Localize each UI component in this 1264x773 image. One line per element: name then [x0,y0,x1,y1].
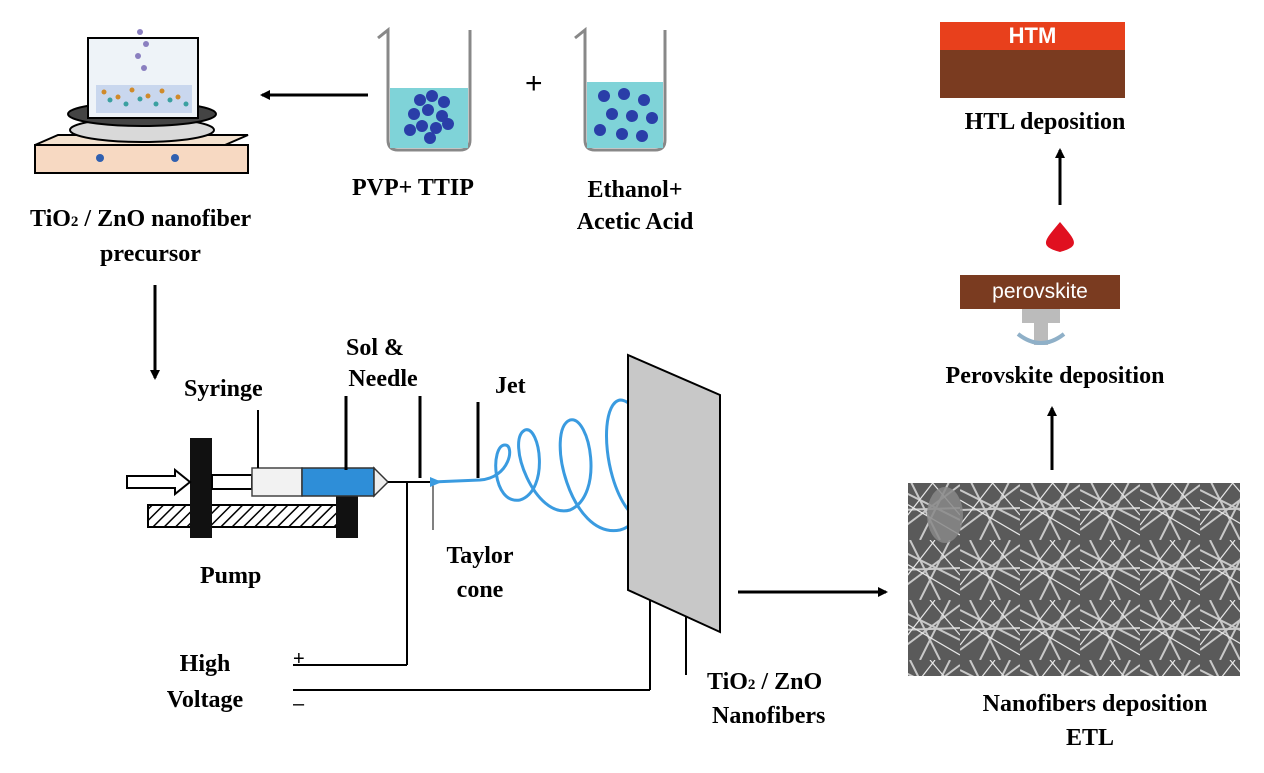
spin-coater-icon [960,275,1120,345]
ethanol-beaker-icon [574,26,667,152]
perovskite-layer-label: perovskite [992,280,1088,303]
syringe-label: Syringe [184,376,263,402]
pvp-ttip-label: PVP+ TTIP [352,175,474,201]
pump-label: Pump [200,563,262,589]
plus-terminal: + [293,648,305,670]
sem-nanofibers-image [908,483,1240,676]
cone-label: cone [456,577,504,603]
ethanol-label: Ethanol+ [587,177,683,203]
needle-label: Needle [348,366,418,392]
taylor-label: Taylor [446,543,514,569]
nanofibers-deposition-label: Nanofibers deposition [982,691,1208,717]
pvp-beaker-icon [377,26,472,152]
hotplate-beaker-icon [34,29,249,174]
high-label: High [179,651,231,677]
plus-sign: + [525,67,543,100]
perovskite-deposition-label: Perovskite deposition [945,363,1165,389]
precursor-label-line2: precursor [100,241,201,267]
perovskite-under-layer [940,50,1125,98]
nanofibers-label: Nanofibers [712,703,826,729]
fibers-label: TiO2 / ZnO [707,669,823,695]
collector-plate [627,353,721,634]
drop-icon [1046,222,1074,252]
jet-label: Jet [495,373,526,399]
precursor-label: TiO2 / ZnO nanofiber [30,206,252,232]
htm-layer [940,22,1125,50]
sol-label: Sol & [345,335,404,361]
voltage-label: Voltage [166,687,244,713]
electrospinning-setup [126,396,687,691]
taylor-cone-shape [430,477,442,487]
htl-deposition-label: HTL deposition [964,109,1126,135]
etl-label: ETL [1065,725,1115,751]
htm-label: HTM [1008,23,1057,48]
acetic-acid-label: Acetic Acid [576,209,694,235]
minus-terminal: – [293,693,305,715]
